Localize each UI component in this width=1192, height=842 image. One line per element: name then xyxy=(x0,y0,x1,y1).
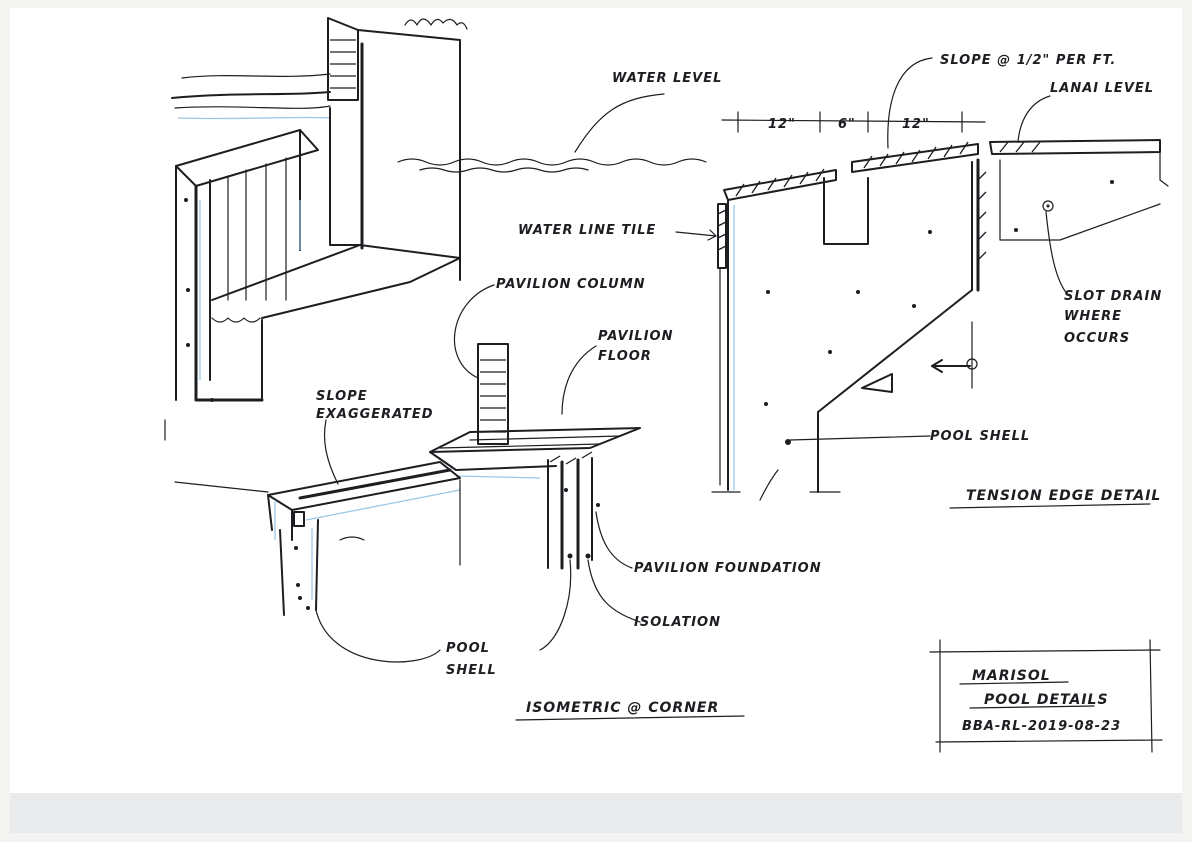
label-water-line-tile: WATER LINE TILE xyxy=(518,223,656,238)
title-project: MARISOL xyxy=(972,668,1051,684)
label-slope-exaggerated: SLOPE xyxy=(316,389,368,404)
iso-corner-lower xyxy=(174,343,641,616)
label-slot-drain: SLOT DRAIN xyxy=(1064,289,1162,304)
iso-corner-upper xyxy=(164,17,468,441)
label-pavilion-floor-2: FLOOR xyxy=(598,349,652,364)
label-slot-drain-occurs: OCCURS xyxy=(1064,331,1130,346)
label-pavilion-column: PAVILION COLUMN xyxy=(496,277,646,292)
scan-margin xyxy=(10,793,1182,833)
tension-edge-section xyxy=(397,111,1169,501)
title-block xyxy=(929,639,1163,753)
title-ref: BBA-RL-2019-08-23 xyxy=(962,719,1121,734)
label-dim-12-left: 12" xyxy=(768,117,796,132)
label-pool-shell-right: POOL SHELL xyxy=(930,429,1030,444)
label-pavilion-floor: PAVILION xyxy=(598,329,673,344)
label-dim-6: 6" xyxy=(838,117,856,132)
underline-isometric xyxy=(515,715,745,721)
label-slope: SLOPE @ 1/2" PER FT. xyxy=(940,53,1116,68)
label-isometric-corner: ISOMETRIC @ CORNER xyxy=(526,700,719,716)
label-pool-shell-left: POOL xyxy=(446,641,490,656)
underline-tension-edge xyxy=(949,503,1151,509)
label-slot-drain-where: WHERE xyxy=(1064,309,1122,324)
label-pool-shell-left-2: SHELL xyxy=(446,663,497,678)
label-tension-edge-detail: TENSION EDGE DETAIL xyxy=(966,488,1161,504)
label-water-level: WATER LEVEL xyxy=(612,71,722,86)
label-slope-exaggerated-2: EXAGGERATED xyxy=(316,407,434,422)
label-lanai-level: LANAI LEVEL xyxy=(1050,81,1154,96)
label-dim-12-right: 12" xyxy=(902,117,930,132)
title-name: POOL DETAILS xyxy=(984,692,1109,708)
label-pavilion-foundation: PAVILION FOUNDATION xyxy=(634,561,822,576)
label-isolation: ISOLATION xyxy=(634,615,721,630)
leader-lines xyxy=(315,57,1069,663)
